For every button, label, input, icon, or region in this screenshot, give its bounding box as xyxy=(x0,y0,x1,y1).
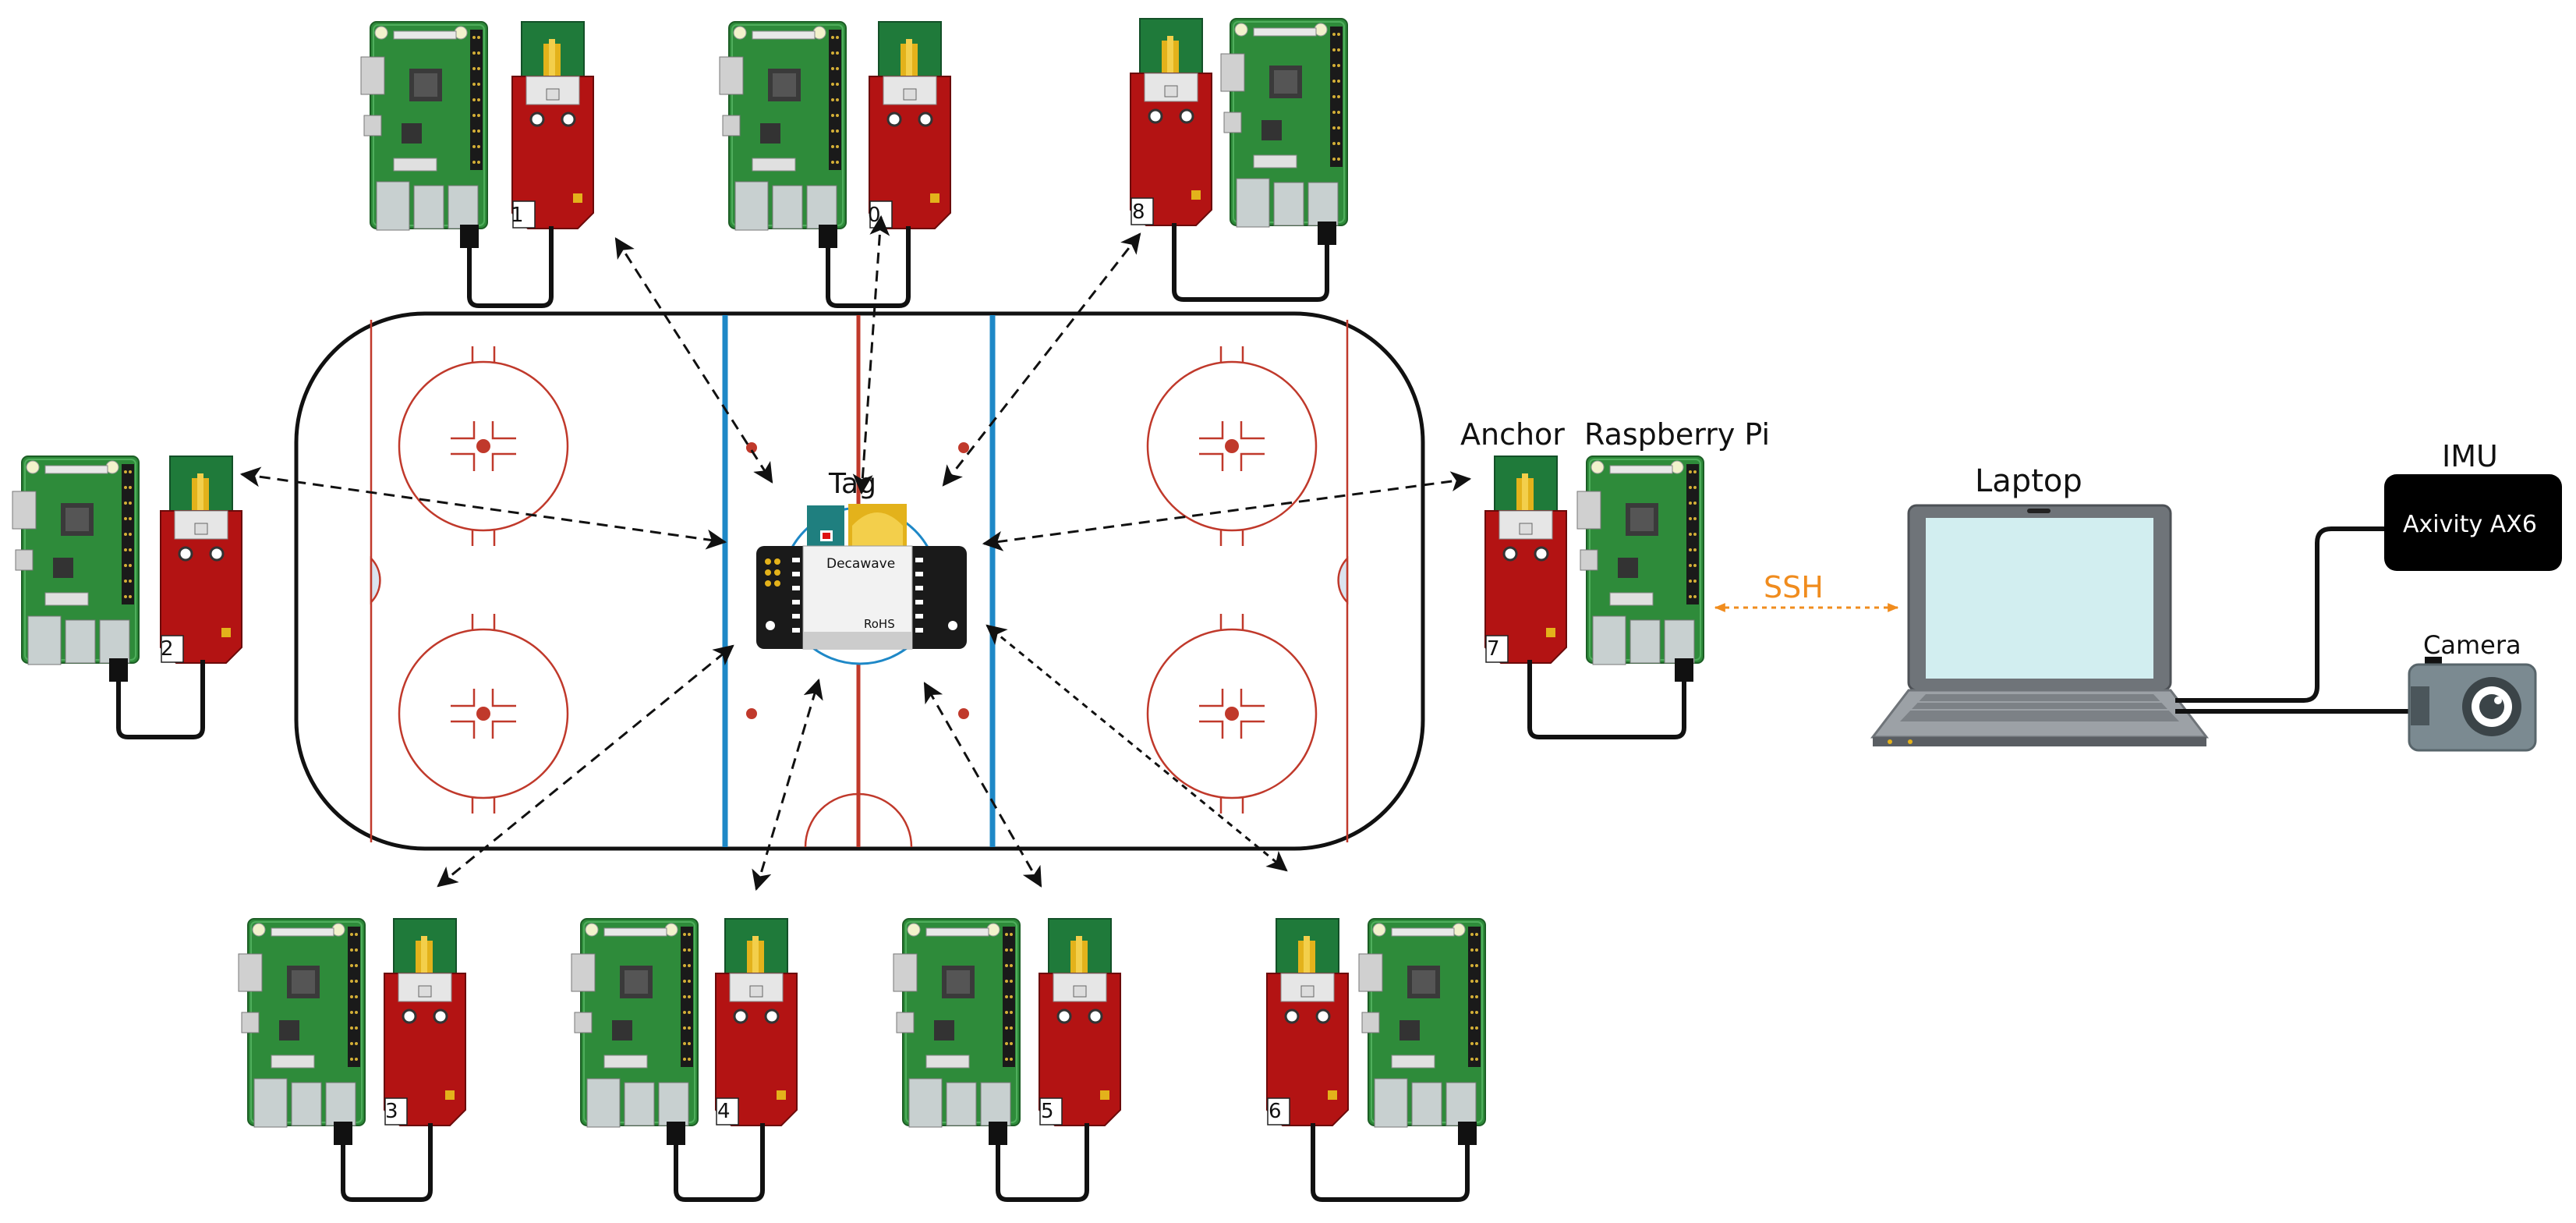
ssh-link: SSH xyxy=(1714,570,1899,612)
anchor-node: 2 xyxy=(12,455,243,739)
anchor-id: 0 xyxy=(868,204,881,227)
anchor-board xyxy=(868,20,952,230)
raspberry-pi-board xyxy=(719,21,847,231)
raspberry-pi-board xyxy=(360,21,488,231)
imu-label: IMU xyxy=(2442,439,2498,473)
anchor-id: 2 xyxy=(161,637,174,661)
anchor-label: Anchor xyxy=(1460,417,1565,452)
laptop-label: Laptop xyxy=(1975,463,2082,499)
anchor-board xyxy=(159,455,243,665)
anchor-board xyxy=(511,20,595,230)
anchor-board xyxy=(1265,917,1350,1127)
anchor-node: 1 xyxy=(360,20,595,308)
anchor-id: 7 xyxy=(1487,637,1500,661)
ssh-label: SSH xyxy=(1764,570,1824,604)
anchor-node: 6 xyxy=(1265,917,1486,1202)
tag-device: Decawave RoHS xyxy=(756,504,967,665)
imu-device-icon: Axivity AX6 xyxy=(2384,474,2562,571)
camera-icon xyxy=(2408,657,2537,752)
anchor-board xyxy=(1038,917,1122,1127)
tag-brand-text: Decawave xyxy=(826,556,895,572)
anchor-node: 7 xyxy=(1484,455,1704,739)
raspberry-pi-board xyxy=(12,456,140,665)
anchor-node: 5 xyxy=(893,917,1122,1202)
raspberry-pi-board xyxy=(1576,456,1704,665)
raspberry-pi-board xyxy=(571,918,699,1128)
laptop-icon xyxy=(1870,504,2210,746)
anchor-node: 4 xyxy=(571,917,798,1202)
raspberry-pi-label: Raspberry Pi xyxy=(1584,417,1770,452)
camera-label: Camera xyxy=(2423,630,2521,660)
raspberry-pi-board xyxy=(1220,18,1348,228)
anchor-node: 0 xyxy=(719,20,952,308)
tag-cert-text: RoHS xyxy=(864,617,895,631)
anchor-board xyxy=(1129,17,1213,227)
raspberry-pi-board xyxy=(893,918,1021,1128)
tag-label: Tag xyxy=(828,468,876,500)
anchor-node: 3 xyxy=(238,917,467,1202)
anchor-id: 1 xyxy=(511,204,524,227)
anchor-board xyxy=(383,917,467,1127)
anchor-id: 3 xyxy=(385,1100,398,1123)
anchor-id: 5 xyxy=(1041,1100,1054,1123)
ranging-arrows xyxy=(239,214,1472,892)
raspberry-pi-board xyxy=(238,918,366,1128)
anchor-board xyxy=(714,917,798,1127)
anchor-id: 4 xyxy=(717,1100,731,1123)
raspberry-pi-board xyxy=(1358,918,1486,1128)
anchor-id: 6 xyxy=(1269,1100,1282,1123)
imu-device-name: Axivity AX6 xyxy=(2403,511,2537,538)
anchor-board xyxy=(1484,455,1568,665)
anchor-node: 8 xyxy=(1129,17,1348,302)
anchor-id: 8 xyxy=(1132,200,1145,224)
